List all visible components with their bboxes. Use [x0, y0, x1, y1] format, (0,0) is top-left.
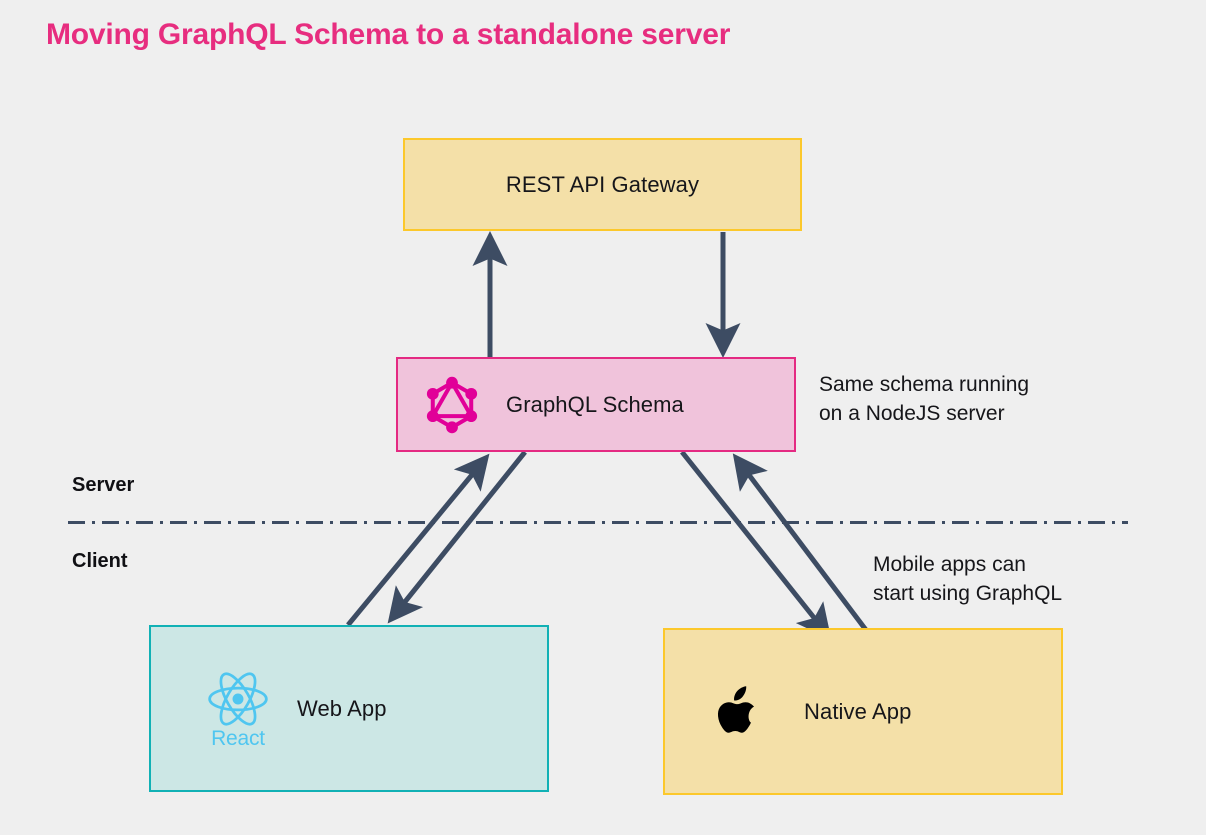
annotation-mobile-note: Mobile apps can start using GraphQL: [873, 553, 1063, 605]
node-label-web-app: Web App: [297, 695, 387, 721]
zone-label-server: Server: [72, 474, 135, 496]
node-label-graphql-schema: GraphQL Schema: [506, 391, 684, 417]
zone-label-client: Client: [72, 550, 128, 572]
react-logo-icon: [208, 672, 268, 726]
apple-logo-icon: [717, 686, 755, 733]
arrow-graphql-to-webapp: [387, 450, 527, 624]
react-logo-group: React: [197, 669, 279, 751]
arrow-webapp-to-graphql: [346, 453, 490, 627]
node-rest-api-gateway[interactable]: REST API Gateway: [403, 138, 802, 231]
react-logo-caption: React: [211, 727, 265, 750]
annotation-schema-note: Same schema running on a NodeJS server: [819, 373, 1030, 425]
node-graphql-schema[interactable]: GraphQL Schema: [396, 357, 796, 452]
graphql-logo-icon: [426, 376, 478, 433]
page-title: Moving GraphQL Schema to a standalone se…: [46, 18, 731, 51]
server-client-divider: [68, 521, 1128, 524]
arrow-graphql-to-nativeapp: [680, 450, 832, 640]
node-label-native-app: Native App: [804, 698, 912, 724]
arrow-nativeapp-to-graphql: [732, 453, 868, 632]
node-native-app[interactable]: Native App: [663, 628, 1063, 795]
node-web-app[interactable]: React Web App: [149, 625, 549, 792]
node-label-rest-api-gateway: REST API Gateway: [505, 171, 700, 197]
